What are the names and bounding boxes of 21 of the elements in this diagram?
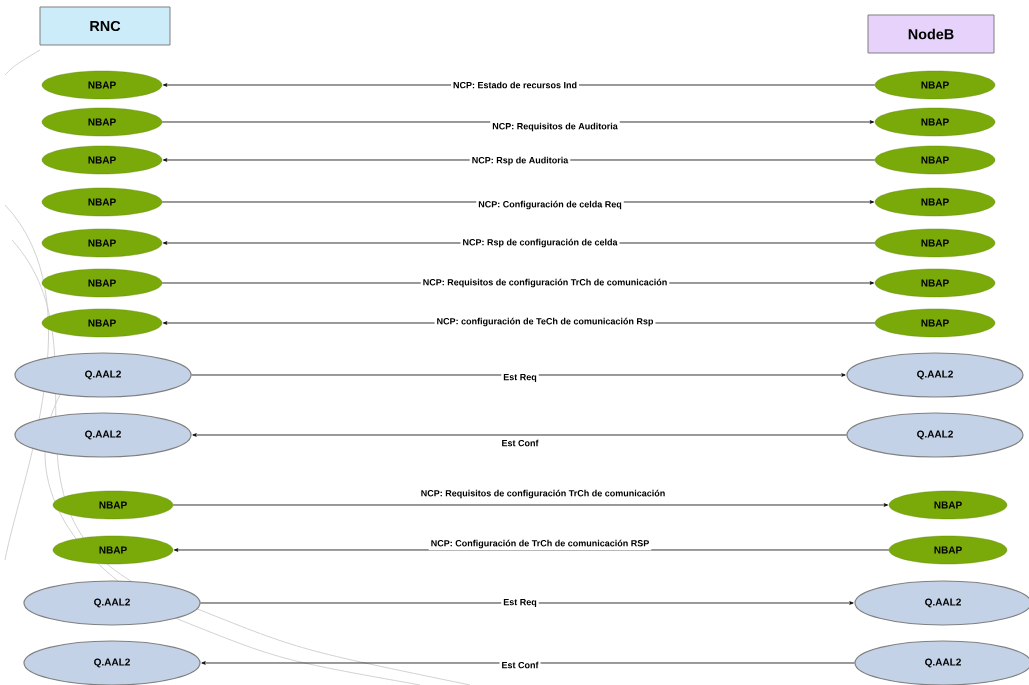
edge-label: NCP: configuración de TeCh de comunicación Rsp (434, 315, 656, 329)
title-box: RNC (39, 6, 171, 46)
edge-label: NCP: Rsp de configuración de celda (460, 236, 620, 250)
edge-label: Est Conf (499, 437, 541, 449)
edge-label: NCP: Configuración de TrCh de comunicación RSP (428, 537, 652, 551)
arrow (200, 601, 854, 605)
edge-label: NCP: Rsp de Auditoria (469, 154, 571, 168)
edge-label: NCP: Configuración de celda Req (476, 198, 624, 212)
arrow (192, 433, 847, 437)
edge-label: Est Conf (499, 659, 541, 671)
title-box: NodeB (867, 14, 995, 54)
edge-label: Est Req (501, 371, 539, 384)
arrow (191, 373, 846, 377)
arrow (172, 503, 889, 507)
edge-label: NCP: Requisitos de Auditoria (490, 120, 620, 134)
arrow (201, 661, 855, 665)
edge-label: NCP: Requisitos de configuración TrCh de comunicación (418, 487, 668, 501)
edge-label: NCP: Estado de recursos Ind (451, 79, 579, 91)
edge-label: Est Req (501, 596, 539, 609)
edge-label: NCP: Requisitos de configuración TrCh de comunicación (420, 276, 670, 290)
arrow (173, 548, 890, 552)
